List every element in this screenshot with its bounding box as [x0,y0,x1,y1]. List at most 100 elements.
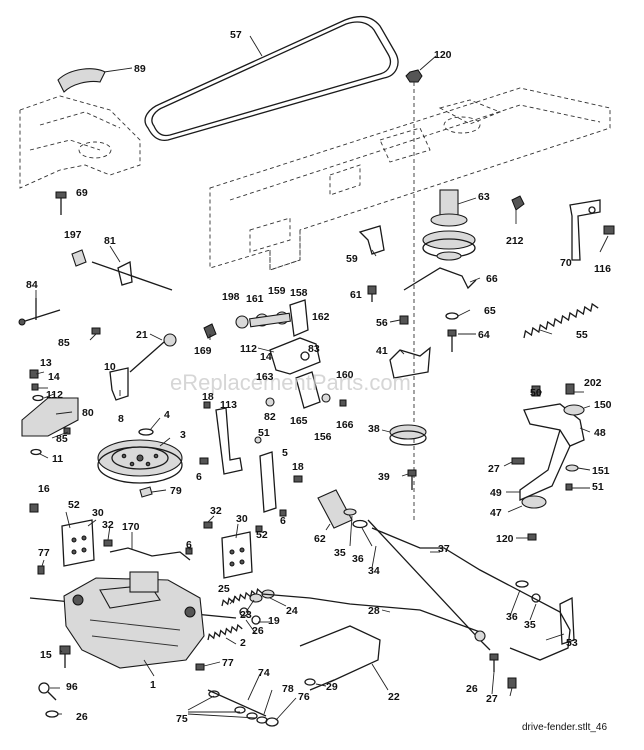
callout-161: 161 [246,293,264,305]
part-74-shaft [207,689,267,717]
callout-77-b: 77 [222,657,234,669]
callout-15: 15 [40,649,52,661]
callout-24: 24 [286,605,298,617]
part-28-rod [261,593,481,633]
part-22-rod [299,625,381,691]
right-hardware [511,383,585,541]
bolt-56 [399,315,409,325]
part-84-rod [18,298,61,326]
part-169 [203,323,217,339]
callout-202: 202 [584,377,602,389]
part-37-rod [371,527,571,661]
callout-21: 21 [136,329,148,341]
callout-116: 116 [594,263,611,275]
callout-26-a: 26 [252,625,264,637]
part-26-washer-a [45,710,59,718]
callout-96: 96 [66,681,78,693]
part-85-bolt-a [91,327,101,335]
callout-76: 76 [298,691,310,703]
tractor-frame [209,87,611,271]
callout-170: 170 [122,521,140,533]
part-170-rod [109,547,191,561]
callout-34: 34 [368,565,380,577]
callout-158: 158 [290,287,308,299]
callout-4: 4 [164,409,170,421]
callout-41: 41 [376,345,388,357]
callout-85-a: 85 [58,337,70,349]
callout-2: 2 [240,637,246,649]
callout-36-a: 36 [352,553,364,565]
part-96-pin [38,682,57,701]
callout-70: 70 [560,257,572,269]
part-79-key [139,486,153,498]
callout-1: 1 [150,679,156,691]
bolt-69 [55,191,67,215]
callout-77-a: 77 [38,547,50,559]
fender [19,95,141,189]
callout-25: 25 [218,583,230,595]
center-hardware [199,401,303,517]
callout-79: 79 [170,485,182,497]
leader-lines [35,35,609,721]
parts-35-36-a [343,508,368,529]
callout-85-b: 85 [56,433,68,445]
callout-84: 84 [26,279,38,291]
callout-3: 3 [180,429,186,441]
callout-156: 156 [314,431,332,443]
part-16 [29,503,39,513]
callout-49: 49 [490,487,502,499]
callout-198: 198 [222,291,240,303]
callout-26-b: 26 [76,711,88,723]
callout-52-b: 52 [256,529,268,541]
callout-38: 38 [368,423,380,435]
part-5-bracket [259,451,277,513]
callout-8: 8 [118,413,124,425]
pulley-63 [422,189,476,261]
part-82 [265,397,275,407]
misc-small-hardware [37,521,263,575]
callout-5: 5 [282,447,288,459]
right-bottom-hardware [474,580,541,689]
callout-14-b: 14 [48,371,60,383]
callout-28: 28 [368,605,380,617]
callout-80: 80 [82,407,94,419]
callout-14-a: 14 [260,351,272,363]
left-hardware [29,369,71,456]
callout-169: 169 [194,345,212,357]
watermark-text: eReplacementParts.com [170,370,411,395]
callout-165: 165 [290,415,308,427]
callout-150: 150 [594,399,612,411]
callout-120: 120 [434,49,452,61]
callout-57: 57 [230,29,242,41]
callout-30-a: 30 [92,507,104,519]
callout-56: 56 [376,317,388,329]
part-77-b [195,663,205,671]
callout-6-c: 6 [186,539,192,551]
bolt-61 [367,285,377,302]
callout-61: 61 [350,289,362,301]
callout-65: 65 [484,305,496,317]
callout-52-a: 52 [68,499,80,511]
part-34-rod [367,519,491,651]
part-48-bracket [519,403,585,501]
diagram-caption: drive-fender.stlt_46 [522,722,607,733]
part-29 [304,678,316,686]
callout-35-b: 35 [524,619,536,631]
bolt-15 [59,645,71,668]
part-80-plate [21,397,79,437]
part-165-bracket [295,371,321,409]
part-113-bracket [215,407,243,475]
pulley-3 [97,439,183,484]
callout-48: 48 [594,427,606,439]
part-70-bracket [569,199,601,261]
callout-23: 23 [240,609,252,621]
callout-16: 16 [38,483,50,495]
part-65-washer [445,312,459,320]
part-57-belt [144,15,399,142]
callout-10: 10 [104,361,116,373]
callout-163: 163 [256,371,274,383]
callout-120-b: 120 [496,533,514,545]
bolt-64 [447,329,457,352]
part-81-shaft [91,260,173,291]
